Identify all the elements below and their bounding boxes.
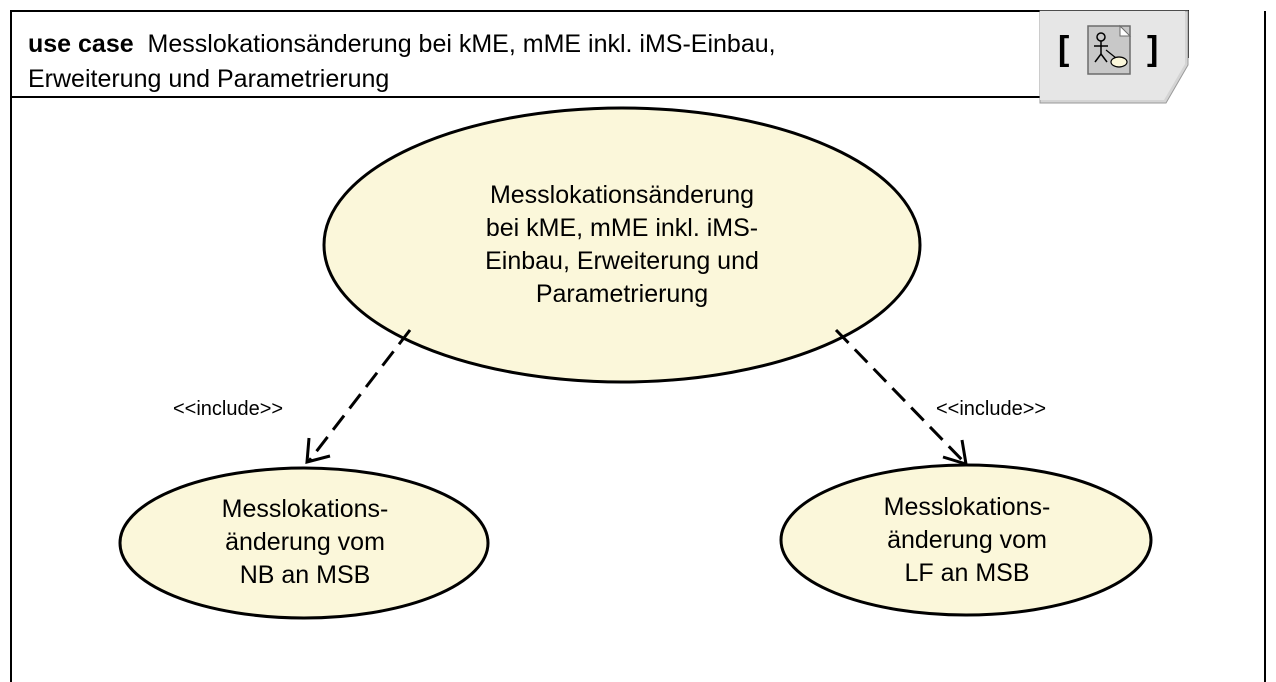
include-stereotype-right: <<include>> bbox=[936, 398, 1047, 420]
icon-bracket-close: ] bbox=[1147, 30, 1159, 68]
include-dependency-right[interactable] bbox=[834, 328, 968, 467]
include-stereotype-left: <<include>> bbox=[173, 398, 284, 420]
diagram-title-line-1: Messlokationsänderung bei kME, mME inkl.… bbox=[147, 30, 776, 58]
main-use-case-label: Messlokationsänderung bei kME, mME inkl.… bbox=[485, 181, 759, 308]
use-case-diagram-icon bbox=[1087, 24, 1132, 75]
left-use-case-label: Messlokations- änderung vom NB an MSB bbox=[221, 495, 389, 589]
diagram-title-line-2: Erweiterung und Parametrierung bbox=[28, 65, 390, 93]
main-use-case-ellipse[interactable] bbox=[322, 106, 922, 384]
diagram-title: use case Messlokationsänderung bei kME, … bbox=[28, 27, 1018, 97]
icon-bracket-open: [ bbox=[1058, 30, 1070, 68]
include-dependency-left[interactable] bbox=[305, 329, 412, 464]
diagram-kind-keyword: use case bbox=[28, 30, 134, 58]
right-use-case-label: Messlokations- änderung vom LF an MSB bbox=[883, 493, 1051, 587]
left-use-case-ellipse[interactable] bbox=[118, 466, 490, 620]
